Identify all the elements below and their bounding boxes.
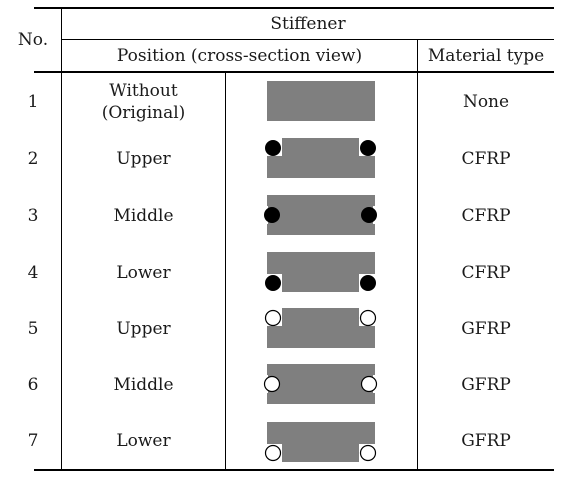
stiffener-cross-section bbox=[262, 250, 379, 294]
row-no: 7 bbox=[27, 431, 39, 451]
header-position: Position (cross-section view) bbox=[116, 45, 363, 66]
col-divider-material bbox=[417, 39, 418, 471]
row-position: Middle bbox=[113, 375, 174, 395]
col-divider-position bbox=[225, 72, 226, 471]
row-material: CFRP bbox=[461, 205, 511, 226]
row-position: Upper bbox=[116, 319, 171, 339]
stiffener-cross-section bbox=[262, 362, 379, 406]
table-top-rule bbox=[34, 7, 554, 9]
row-position: Lower bbox=[116, 262, 171, 283]
row-material: CFRP bbox=[461, 262, 511, 283]
row-position: Middle bbox=[113, 205, 174, 226]
row-position: Upper bbox=[116, 148, 171, 169]
row-position: Without (Original) bbox=[62, 73, 225, 130]
stiffener-cross-section bbox=[262, 193, 379, 237]
stiffener-cross-section bbox=[262, 136, 379, 180]
table-bottom-rule bbox=[34, 469, 554, 471]
header-stiffener: Stiffener bbox=[270, 14, 346, 34]
header-no: No. bbox=[17, 30, 49, 50]
row-material: GFRP bbox=[461, 319, 511, 339]
row-material: GFRP bbox=[461, 375, 511, 395]
row-no: 3 bbox=[27, 205, 39, 226]
row-material: None bbox=[462, 91, 510, 112]
header-bottom-rule bbox=[34, 71, 554, 73]
row-material: GFRP bbox=[461, 431, 511, 451]
stiffener-cross-section bbox=[262, 306, 379, 350]
row-no: 4 bbox=[27, 262, 39, 283]
header-material: Material type bbox=[427, 45, 545, 66]
stiffener-cross-section bbox=[262, 420, 379, 464]
position-line2: (Original) bbox=[101, 102, 186, 123]
row-position: Lower bbox=[116, 431, 171, 451]
row-no: 1 bbox=[27, 91, 39, 112]
header-sub-rule bbox=[62, 39, 554, 40]
row-no: 2 bbox=[27, 148, 39, 169]
position-line1: Without bbox=[109, 80, 178, 101]
col-divider-no bbox=[61, 7, 62, 471]
stiffener-cross-section bbox=[262, 79, 379, 123]
row-no: 6 bbox=[27, 375, 39, 395]
row-no: 5 bbox=[27, 319, 39, 339]
row-material: CFRP bbox=[461, 148, 511, 169]
